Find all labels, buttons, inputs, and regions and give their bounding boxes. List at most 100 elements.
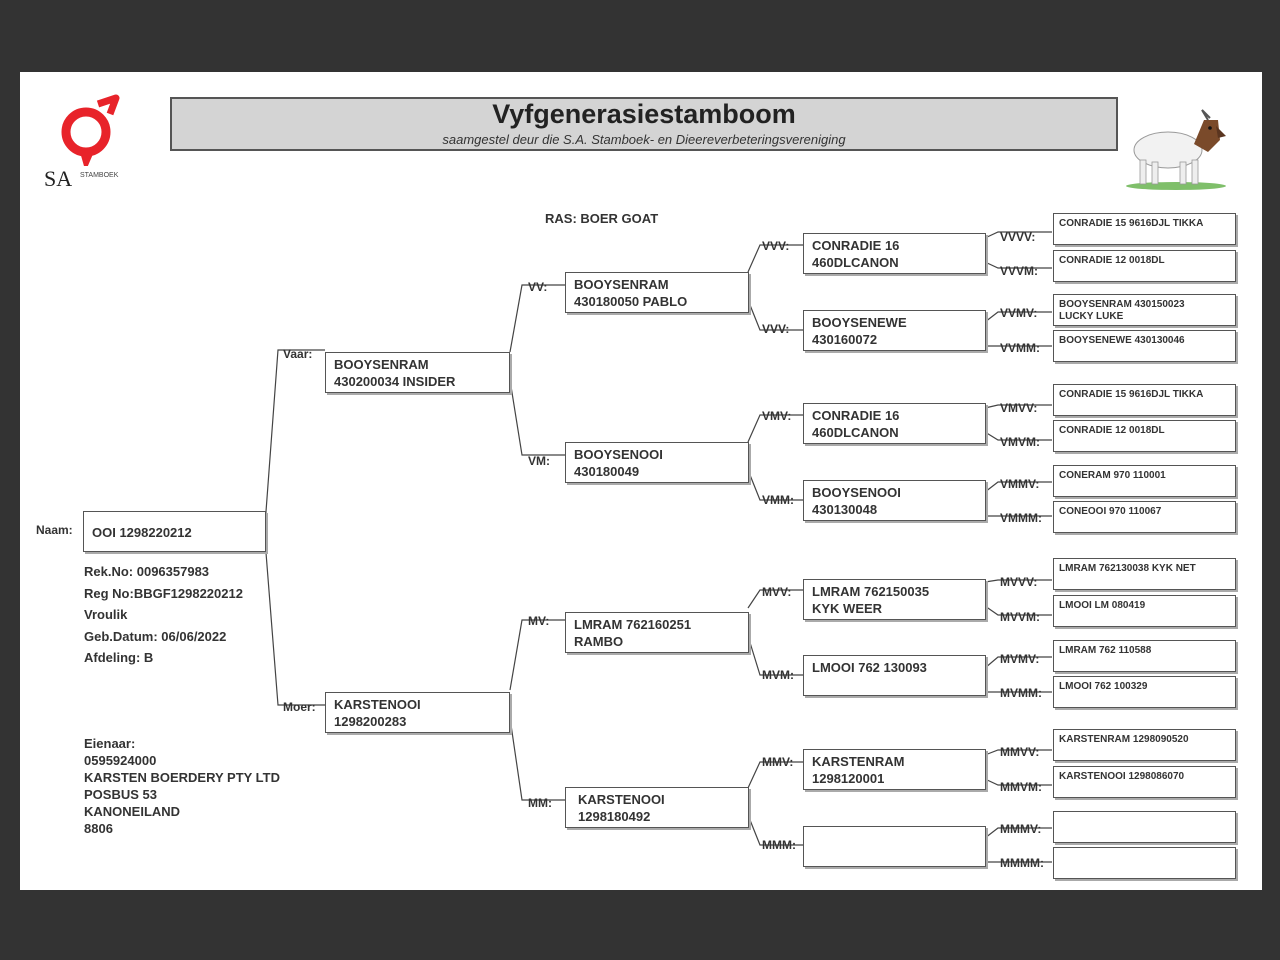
- mvm-box: LMOOI 762 130093: [803, 655, 986, 696]
- mv-line2: RAMBO: [574, 634, 624, 649]
- gen4-box: KARSTENRAM 1298090520: [1053, 729, 1236, 761]
- boer-goat-illustration: [1126, 109, 1226, 190]
- animal-rek-no: Rek.No: 0096357983: [84, 564, 210, 579]
- mvm-label: MVM:: [762, 668, 794, 682]
- animal-reg-no: Reg No:BBGF1298220212: [84, 585, 243, 601]
- mvv-line1: LMRAM 762150035: [812, 584, 930, 599]
- gen4-line1: CONRADIE 12 0018DL: [1059, 255, 1165, 266]
- gen4-line2: LUCKY LUKE: [1059, 311, 1124, 322]
- gen4-box: CONEOOI 970 110067: [1053, 501, 1236, 533]
- vmv-box: CONRADIE 16 460DLCANON: [803, 403, 986, 444]
- mmv-label: MMV:: [762, 755, 794, 769]
- owner-postcode: 8806: [84, 821, 113, 836]
- vvm-label: VVV:: [762, 322, 790, 336]
- vmv-line1: CONRADIE 16: [812, 408, 900, 423]
- logo-text: SA: [44, 166, 73, 191]
- gen4-line1: LMOOI 762 100329: [1059, 681, 1148, 692]
- gen4-box: [1053, 847, 1236, 879]
- vmm-line2: 430130048: [812, 502, 878, 517]
- vvm-line1: BOOYSENEWE: [812, 315, 907, 330]
- vvv-line1: CONRADIE 16: [812, 238, 900, 253]
- gen4-box: LMOOI 762 100329: [1053, 676, 1236, 708]
- gen4-line1: LMRAM 762 110588: [1059, 645, 1152, 656]
- owner-name: KARSTEN BOERDERY PTY LTD: [84, 770, 280, 785]
- animal-name-label: Naam:: [36, 523, 73, 537]
- owner-details: Eienaar: 0595924000 KARSTEN BOERDERY PTY…: [84, 735, 280, 837]
- mm-label: MM:: [528, 796, 552, 810]
- vm-line1: BOOYSENOOI: [574, 447, 663, 462]
- animal-division: Afdeling: B: [84, 650, 154, 665]
- vvm-box: BOOYSENEWE 430160072: [803, 310, 986, 351]
- sa-stamboek-logo-icon: [61, 94, 120, 166]
- vm-label: VM:: [528, 454, 550, 468]
- vm-line2: 430180049: [574, 464, 640, 479]
- animal-birth-date: Geb.Datum: 06/06/2022: [84, 628, 227, 644]
- gen4-line1: LMRAM 762130038 KYK NET: [1059, 563, 1196, 574]
- gen4-box: [1053, 811, 1236, 843]
- gen4-box: LMOOI LM 080419: [1053, 595, 1236, 627]
- page-subtitle: saamgestel deur die S.A. Stamboek- en Di…: [442, 132, 846, 147]
- vmm-line1: BOOYSENOOI: [812, 485, 901, 500]
- vmv-line2: 460DLCANON: [812, 425, 899, 440]
- gen4-line1: CONRADIE 15 9616DJL TIKKA: [1059, 389, 1204, 400]
- gen4-label: MVMV:: [1000, 652, 1040, 666]
- vv-line2: 430180050 PABLO: [574, 294, 688, 309]
- gen4-label: VMMV:: [1000, 477, 1040, 491]
- gen4-line1: BOOYSENEWE 430130046: [1059, 335, 1185, 346]
- gen4-label: MMMV:: [1000, 822, 1042, 836]
- moer-label: Moer:: [283, 700, 316, 714]
- sa-stamboek-logo: SA STAMBOEK: [42, 94, 152, 194]
- gen4-box: LMRAM 762130038 KYK NET: [1053, 558, 1236, 590]
- vvm-line2: 430160072: [812, 332, 878, 347]
- gen4-line1: KARSTENOOI 1298086070: [1059, 771, 1185, 782]
- vm-box: BOOYSENOOI 430180049: [565, 442, 749, 483]
- breed-label: RAS: BOER GOAT: [545, 211, 659, 226]
- gen4-label: VMMM:: [1000, 511, 1042, 525]
- gen4-box: CONERAM 970 110001: [1053, 465, 1236, 497]
- gen4-label: MMMM:: [1000, 856, 1044, 870]
- mmm-box: [803, 826, 986, 867]
- gen4-label: VVVV:: [1000, 230, 1036, 244]
- gen4-label: MVMM:: [1000, 686, 1042, 700]
- animal-sex: Vroulik: [84, 607, 128, 622]
- mvv-line2: KYK WEER: [812, 601, 883, 616]
- gen4-box: CONRADIE 12 0018DL: [1053, 250, 1236, 282]
- mmv-line2: 1298120001: [812, 771, 885, 786]
- moer-box: KARSTENOOI 1298200283: [325, 692, 510, 733]
- mv-line1: LMRAM 762160251: [574, 617, 692, 632]
- animal-name-box: OOI 1298220212: [83, 511, 266, 552]
- owner-address-1: POSBUS 53: [84, 787, 157, 802]
- mvm-line1: LMOOI 762 130093: [812, 660, 927, 675]
- vaar-label: Vaar:: [283, 347, 313, 361]
- gen4-label: MVVV:: [1000, 575, 1038, 589]
- gen4-line1: BOOYSENRAM 430150023: [1059, 299, 1185, 310]
- mm-box: KARSTENOOI 1298180492: [565, 787, 749, 828]
- vvv-box: CONRADIE 16 460DLCANON: [803, 233, 986, 274]
- gen4-box: CONRADIE 15 9616DJL TIKKA: [1053, 384, 1236, 416]
- vmv-label: VMV:: [762, 409, 792, 423]
- mv-box: LMRAM 762160251 RAMBO: [565, 612, 749, 653]
- gen4-box: LMRAM 762 110588: [1053, 640, 1236, 672]
- owner-number: 0595924000: [84, 753, 157, 768]
- gen4-line1: CONERAM 970 110001: [1059, 470, 1166, 481]
- gen4-label: MVVM:: [1000, 610, 1040, 624]
- gen4-box: CONRADIE 12 0018DL: [1053, 420, 1236, 452]
- mmv-line1: KARSTENRAM: [812, 754, 905, 769]
- gen4-label: MMVV:: [1000, 745, 1040, 759]
- page-title: Vyfgenerasiestamboom: [492, 99, 796, 129]
- vaar-line1: BOOYSENRAM: [334, 357, 429, 372]
- mvv-box: LMRAM 762150035 KYK WEER: [803, 579, 986, 620]
- owner-label: Eienaar:: [84, 736, 136, 751]
- gen4-label: VVMM:: [1000, 341, 1040, 355]
- moer-line1: KARSTENOOI: [334, 697, 421, 712]
- mm-line1: KARSTENOOI: [578, 792, 665, 807]
- moer-line2: 1298200283: [334, 714, 407, 729]
- vaar-line2: 430200034 INSIDER: [334, 374, 456, 389]
- mmv-box: KARSTENRAM 1298120001: [803, 749, 986, 790]
- gen4-line1: CONRADIE 15 9616DJL TIKKA: [1059, 218, 1204, 229]
- title-banner: Vyfgenerasiestamboom saamgestel deur die…: [170, 97, 1118, 151]
- vv-label: VV:: [528, 280, 548, 294]
- mmm-label: MMM:: [762, 838, 796, 852]
- gen4-label: MMVM:: [1000, 780, 1042, 794]
